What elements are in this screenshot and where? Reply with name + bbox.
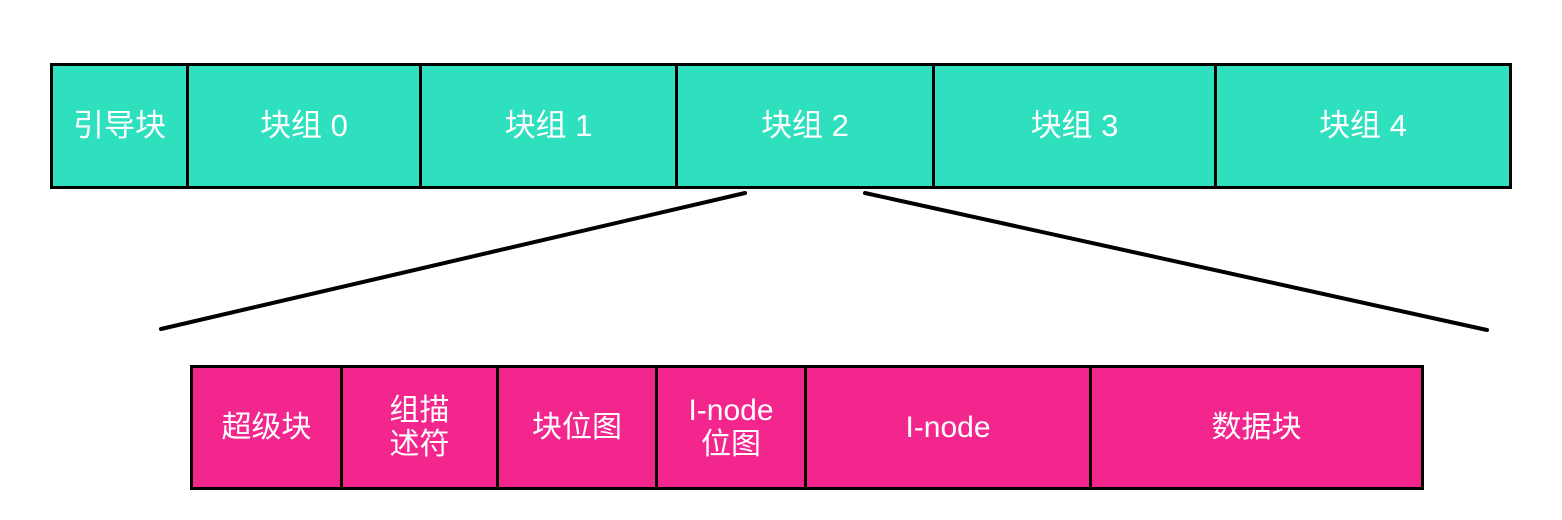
- disk-cell-block-group-3[interactable]: 块组 3: [935, 66, 1217, 186]
- disk-cell-block-group-4[interactable]: 块组 4: [1217, 66, 1509, 186]
- block-group-cell-inode-bitmap[interactable]: I-node 位图: [658, 368, 807, 487]
- left-expansion-line: [159, 191, 747, 331]
- disk-layout-bar: 引导块 块组 0 块组 1 块组 2 块组 3 块组 4: [50, 63, 1512, 189]
- disk-cell-block-group-0[interactable]: 块组 0: [189, 66, 422, 186]
- block-group-detail-bar: 超级块 组描 述符 块位图 I-node 位图 I-node 数据块: [190, 365, 1424, 490]
- disk-cell-block-group-1[interactable]: 块组 1: [422, 66, 678, 186]
- block-group-cell-inode-table[interactable]: I-node: [807, 368, 1092, 487]
- block-group-cell-block-bitmap[interactable]: 块位图: [499, 368, 658, 487]
- disk-cell-boot-block[interactable]: 引导块: [53, 66, 189, 186]
- disk-cell-block-group-2[interactable]: 块组 2: [678, 66, 935, 186]
- block-group-cell-group-descriptor[interactable]: 组描 述符: [343, 368, 499, 487]
- right-expansion-line: [863, 191, 1489, 332]
- block-group-cell-superblock[interactable]: 超级块: [193, 368, 343, 487]
- block-group-cell-data-blocks[interactable]: 数据块: [1092, 368, 1421, 487]
